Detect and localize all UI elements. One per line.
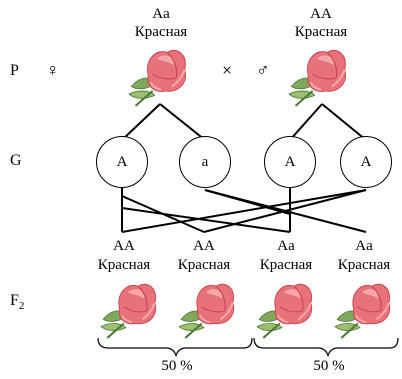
line-male-to-gamete-3 [289, 103, 323, 141]
female-parent-phenotype: Красная [134, 24, 188, 40]
line-cross-4 [204, 189, 291, 215]
offspring-phenotype: Красная [97, 257, 151, 273]
gamete-circle: A [340, 136, 392, 188]
offspring-flower [256, 283, 313, 339]
line-female-to-gamete-1 [121, 103, 161, 141]
female-symbol: ♀ [46, 60, 60, 80]
offspring-genotype: Aa [355, 238, 373, 254]
offspring-phenotype: Красная [177, 257, 231, 273]
offspring-flower [100, 283, 157, 339]
cross-symbol: × [222, 60, 233, 80]
gamete-circle: A [96, 136, 148, 188]
line-male-to-gamete-4 [321, 103, 367, 141]
offspring-flower [178, 283, 235, 339]
male-parent-phenotype: Красная [294, 24, 348, 40]
male-symbol: ♂ [256, 60, 270, 80]
offspring-genotype: AA [113, 238, 135, 254]
offspring-phenotype: Красная [259, 257, 313, 273]
gamete-circle: a [179, 136, 231, 188]
offspring-phenotype: Красная [337, 257, 391, 273]
line-cross-6 [203, 189, 367, 233]
brace-left [97, 337, 253, 357]
parents-row-label: P [10, 62, 19, 79]
group-percent-left: 50 % [161, 358, 193, 374]
group-percent-right: 50 % [313, 358, 345, 374]
gametes-row-label: G [10, 152, 22, 169]
female-parent-genotype: Aa [152, 6, 170, 22]
brace-right [253, 337, 399, 357]
line-cross-2 [121, 207, 291, 233]
line-female-to-gamete-2 [159, 103, 206, 141]
offspring-flower [334, 283, 391, 339]
line-cross-5 [121, 189, 367, 233]
male-parent-genotype: AA [310, 6, 332, 22]
offspring-genotype: Aa [277, 238, 295, 254]
offspring-row-label: F2 [10, 292, 25, 313]
offspring-genotype: AA [193, 238, 215, 254]
gamete-circle: A [264, 136, 316, 188]
